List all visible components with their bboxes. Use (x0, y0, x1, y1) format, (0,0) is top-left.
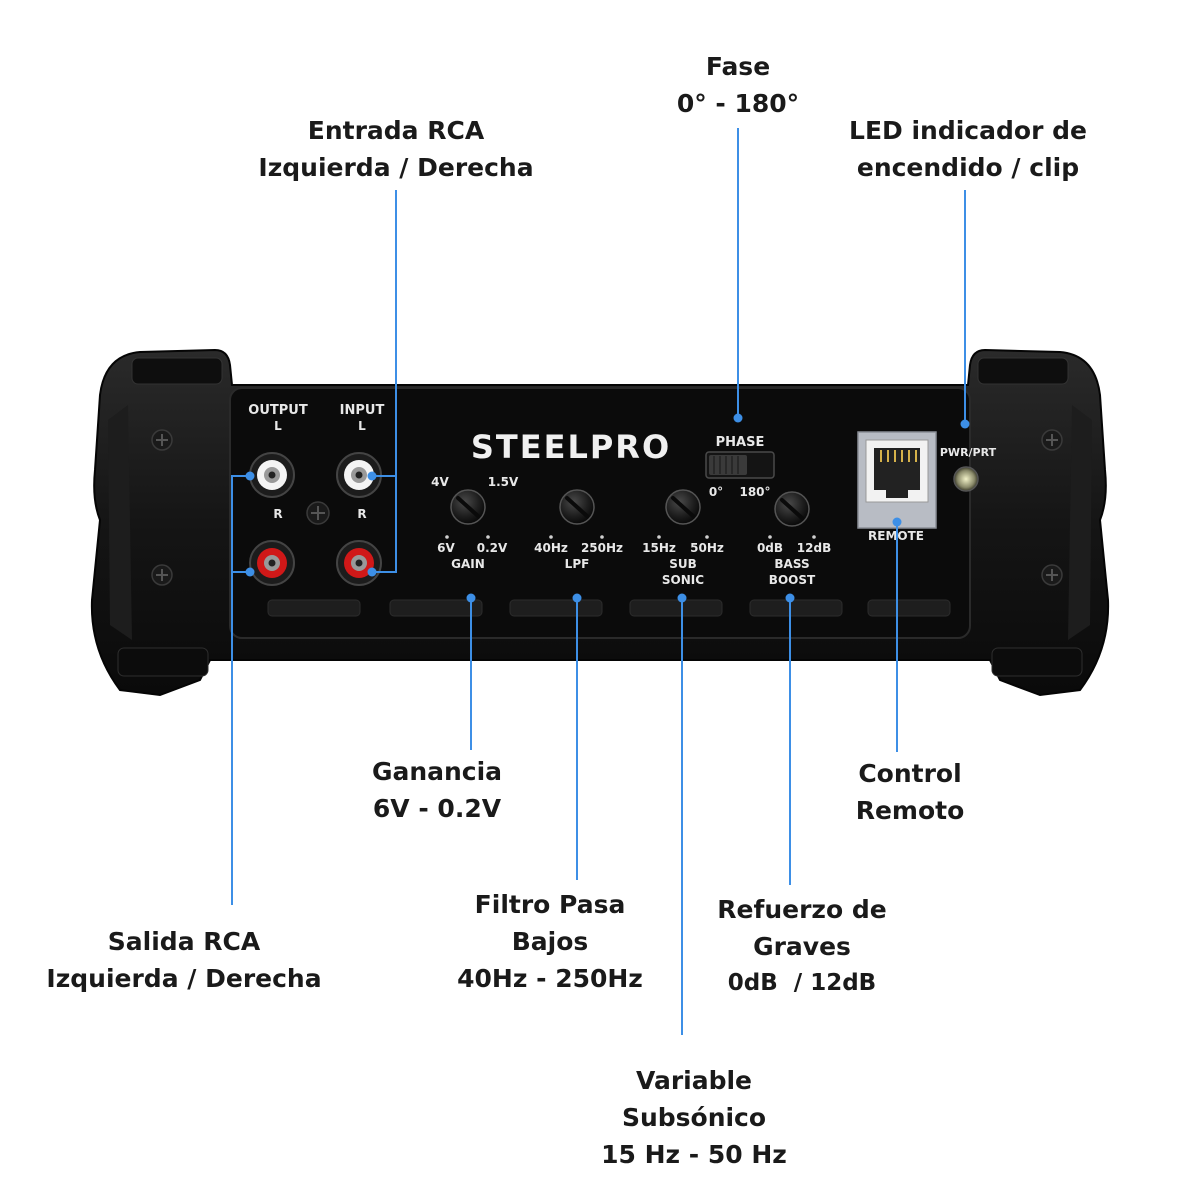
callout-salida: Salida RCA Izquierda / Derecha (24, 923, 344, 997)
callout-entrada-line2: Izquierda / Derecha (258, 153, 534, 182)
callout-variable-line3: 15 Hz - 50 Hz (601, 1140, 787, 1169)
rca-input-right[interactable] (336, 540, 382, 586)
callout-filtro-line1: Filtro Pasa (474, 890, 626, 919)
gain-bottom-left: 6V (437, 541, 455, 555)
callout-ganancia-line1: Ganancia (371, 757, 503, 786)
output-label: OUTPUT (248, 403, 308, 418)
leader-lines (231, 128, 966, 1035)
lpf-left: 40Hz (534, 541, 568, 555)
leader-dots (245, 413, 970, 603)
callout-refuerzo-line1: Refuerzo de (717, 895, 887, 924)
remote-port[interactable] (857, 431, 937, 529)
callout-ganancia-line2: 6V - 0.2V (372, 794, 502, 823)
callout-refuerzo: Refuerzo de Graves 0dB / 12dB (700, 891, 904, 1002)
vent-slots (267, 599, 951, 617)
input-left-marker: L (358, 419, 366, 433)
output-left-marker: L (274, 419, 282, 433)
callout-control-line2: Remoto (855, 796, 965, 825)
callout-variable-line2: Subsónico (621, 1103, 767, 1132)
callout-led-line1: LED indicador de (849, 116, 1087, 145)
callout-variable-line1: Variable (635, 1066, 753, 1095)
callout-control-line1: Control (858, 759, 962, 788)
callout-salida-line1: Salida RCA (107, 927, 261, 956)
lpf-label: LPF (565, 557, 590, 571)
callout-filtro: Filtro Pasa Bajos 40Hz - 250Hz (448, 886, 652, 997)
phase-label: PHASE (716, 435, 765, 450)
boost-left: 0dB (757, 541, 783, 555)
handle-bottom-right (991, 647, 1083, 677)
callout-refuerzo-line2: Graves (753, 932, 851, 961)
callout-led: LED indicador de encendido / clip (830, 112, 1106, 186)
input-right-marker: R (357, 507, 366, 521)
callout-ganancia: Ganancia 6V - 0.2V (352, 753, 522, 827)
brand-logo: STEELPRO (471, 428, 671, 466)
phase-max: 180° (739, 485, 770, 499)
gain-label: GAIN (451, 557, 485, 571)
front-panel (229, 387, 971, 639)
power-led (953, 466, 979, 492)
subsonic-right: 50Hz (690, 541, 724, 555)
gain-bottom-right: 0.2V (477, 541, 508, 555)
boost-right: 12dB (797, 541, 831, 555)
boost-label-1: BASS (774, 557, 809, 571)
callout-fase: Fase 0° - 180° (620, 48, 856, 122)
subsonic-label-1: SUB (669, 557, 697, 571)
callout-fase-line1: Fase (705, 52, 771, 81)
callout-variable: Variable Subsónico 15 Hz - 50 Hz (582, 1062, 806, 1173)
input-label: INPUT (340, 403, 385, 418)
callout-control: Control Remoto (830, 755, 990, 829)
subsonic-left: 15Hz (642, 541, 676, 555)
lpf-knob[interactable] (559, 489, 595, 525)
handle-bottom-left (117, 647, 209, 677)
gain-top-right: 1.5V (488, 475, 519, 489)
rca-output-left[interactable] (249, 452, 295, 498)
bass-boost-knob[interactable] (774, 491, 810, 527)
subsonic-label-2: SONIC (662, 573, 704, 587)
rca-output-right[interactable] (249, 540, 295, 586)
callout-filtro-line2: Bajos (511, 927, 589, 956)
phase-min: 0° (709, 485, 723, 499)
callout-fase-line2: 0° - 180° (676, 89, 800, 118)
flange-right (1068, 405, 1092, 640)
callout-salida-line2: Izquierda / Derecha (46, 964, 322, 993)
callout-entrada-line1: Entrada RCA (307, 116, 485, 145)
boost-label-2: BOOST (769, 573, 816, 587)
handle-top-left (131, 357, 223, 385)
callout-entrada: Entrada RCA Izquierda / Derecha (236, 112, 556, 186)
led-label: PWR/PRT (940, 446, 997, 459)
subsonic-knob[interactable] (665, 489, 701, 525)
gain-knob[interactable] (450, 489, 486, 525)
phase-switch[interactable] (705, 451, 775, 479)
callout-refuerzo-line3: 0dB / 12dB (727, 970, 877, 996)
rca-input-left[interactable] (336, 452, 382, 498)
gain-top-left: 4V (431, 475, 449, 489)
output-right-marker: R (273, 507, 282, 521)
callout-led-line2: encendido / clip (856, 153, 1080, 182)
flange-left (108, 405, 132, 640)
callout-filtro-line3: 40Hz - 250Hz (457, 964, 643, 993)
lpf-right: 250Hz (581, 541, 623, 555)
handle-top-right (977, 357, 1069, 385)
